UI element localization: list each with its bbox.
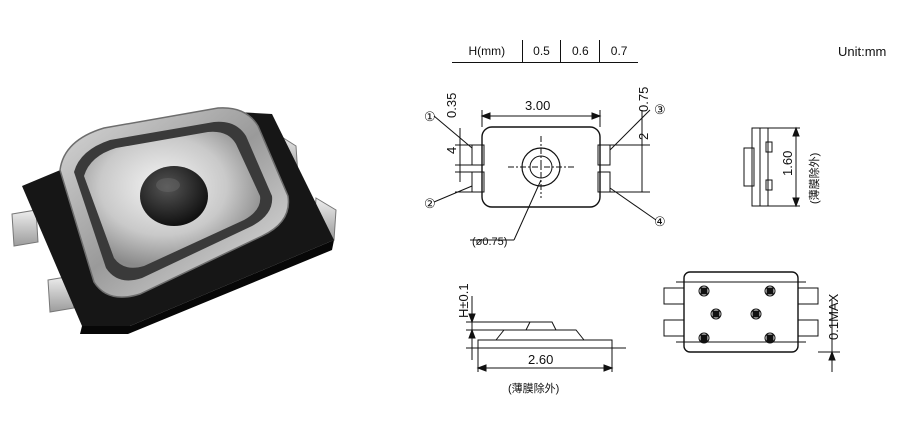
unit-label: Unit:mm xyxy=(838,44,887,59)
top-view-pin-gap-label: 0.75 xyxy=(636,87,651,112)
top-view-pin-width-label: 0.35 xyxy=(444,93,459,118)
callout-3: ③ xyxy=(654,102,666,117)
height-table-value: 0.7 xyxy=(599,40,638,62)
height-table: H(mm) 0.5 0.6 0.7 xyxy=(452,40,638,63)
pad xyxy=(750,308,762,320)
switch-actuator xyxy=(140,166,208,226)
height-table-value: 0.6 xyxy=(560,40,599,62)
callout-1: ① xyxy=(424,109,436,124)
pad xyxy=(698,332,710,344)
side-view xyxy=(743,126,800,208)
bottom-view xyxy=(663,271,840,372)
front-view xyxy=(466,296,626,372)
front-view-length-label: 2.60 xyxy=(528,352,553,367)
side-view-height-label: 1.60 xyxy=(780,151,795,176)
pad xyxy=(698,285,710,297)
height-table-header: H(mm) xyxy=(468,44,506,58)
switch-photo xyxy=(11,107,337,334)
top-view-left-count-label: 4 xyxy=(444,147,459,154)
bottom-view-clearance-label: 0.1MAX xyxy=(826,293,841,340)
height-table-value: 0.5 xyxy=(521,40,561,62)
top-view-width-label: 3.00 xyxy=(525,98,550,113)
side-view-note: (薄膜除外) xyxy=(807,153,821,204)
pad xyxy=(764,332,776,344)
actuator-diameter-label: (ø0.75) xyxy=(472,236,507,248)
front-view-note: (薄膜除外) xyxy=(508,381,559,395)
callout-4: ④ xyxy=(654,214,666,229)
pad xyxy=(710,308,722,320)
bottom-view-pads xyxy=(698,285,776,344)
switch-pin xyxy=(11,209,39,247)
pad xyxy=(764,285,776,297)
callout-2: ② xyxy=(424,196,436,211)
front-view-height-label: H±0.1 xyxy=(456,283,471,318)
top-view-right-count-label: 2 xyxy=(636,133,651,140)
top-view xyxy=(433,109,657,241)
